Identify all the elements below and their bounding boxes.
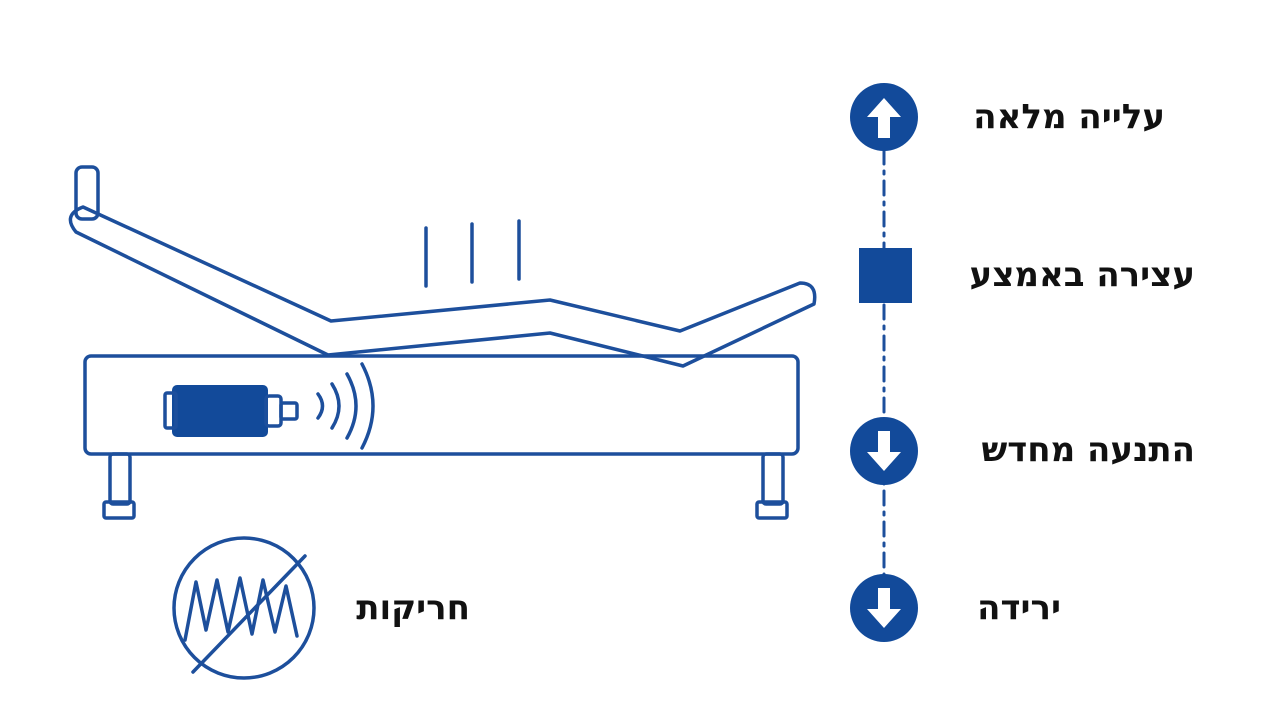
- step-label-restart: התנעה מחדש: [981, 430, 1195, 470]
- step-label-full-rise: עלייה מלאה: [973, 97, 1165, 137]
- step-label-descend: ירידה: [977, 588, 1061, 628]
- no-squeak-label: חריקות: [356, 588, 470, 628]
- arrow-down-icon: [850, 574, 918, 642]
- headboard-post: [74, 165, 100, 221]
- no-squeak-icon: [172, 536, 316, 680]
- motor-icon: [163, 385, 299, 437]
- stop-square-icon: [859, 248, 912, 303]
- arrow-up-icon: [850, 83, 918, 151]
- arrow-down-icon: [850, 417, 918, 485]
- pressure-arrows-icon: [424, 219, 521, 288]
- step-label-stop-midway: עצירה באמצע: [969, 255, 1195, 295]
- bed-leg-left: [102, 452, 136, 520]
- quiet-motor-waves-icon: [316, 362, 375, 450]
- bed-deck: [68, 205, 817, 368]
- bed-leg-right: [755, 452, 789, 520]
- bed-base: [83, 354, 800, 456]
